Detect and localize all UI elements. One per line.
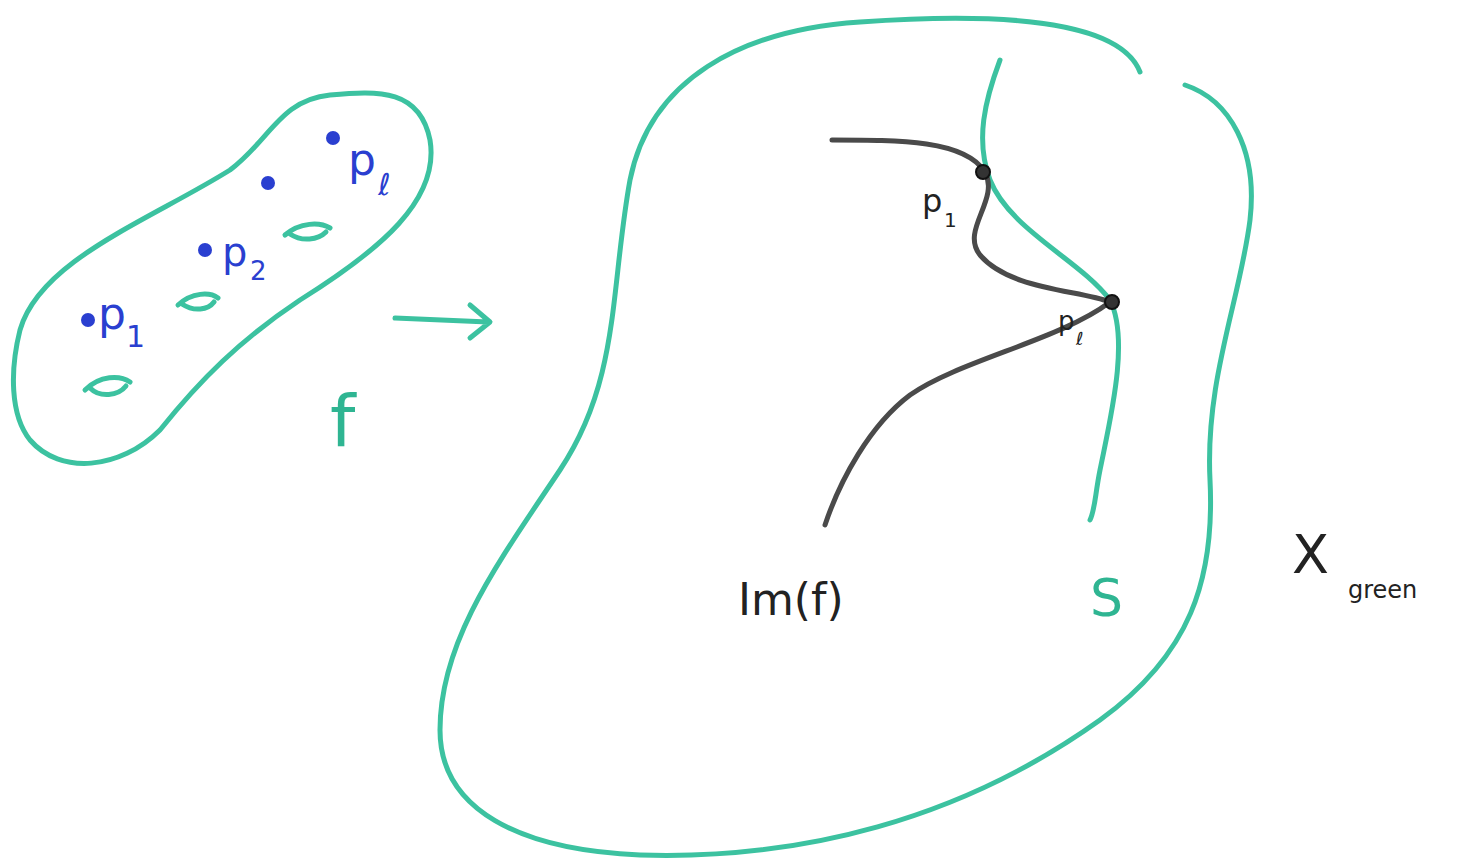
curve-name: Im(f)	[738, 578, 844, 622]
map-arrow	[395, 305, 490, 338]
point-name: p	[922, 185, 942, 217]
subscript: ℓ	[1076, 330, 1083, 348]
subscript: 2	[250, 258, 267, 284]
marked-point	[81, 313, 95, 327]
marked-point	[326, 131, 340, 145]
subscript: 1	[126, 322, 145, 352]
subscript: ℓ	[378, 170, 390, 200]
marked-point	[198, 243, 212, 257]
point-name: p	[98, 292, 126, 336]
intersection-point	[1105, 295, 1119, 309]
space-name: X	[1292, 528, 1329, 582]
handle	[178, 294, 218, 309]
map-name: f	[330, 385, 355, 457]
image-curve	[825, 140, 1110, 525]
subscript: 1	[944, 210, 957, 230]
intersection-point	[976, 165, 990, 179]
space-outline	[440, 18, 1251, 855]
surface-outline	[13, 93, 431, 464]
handle	[85, 377, 130, 394]
surface-name: S	[1090, 572, 1123, 624]
point-name: p	[1058, 308, 1075, 334]
point-name: p	[222, 232, 247, 272]
subscript: green	[1348, 578, 1417, 602]
marked-point	[261, 176, 275, 190]
point-name: p	[348, 138, 376, 182]
handle	[285, 224, 330, 239]
